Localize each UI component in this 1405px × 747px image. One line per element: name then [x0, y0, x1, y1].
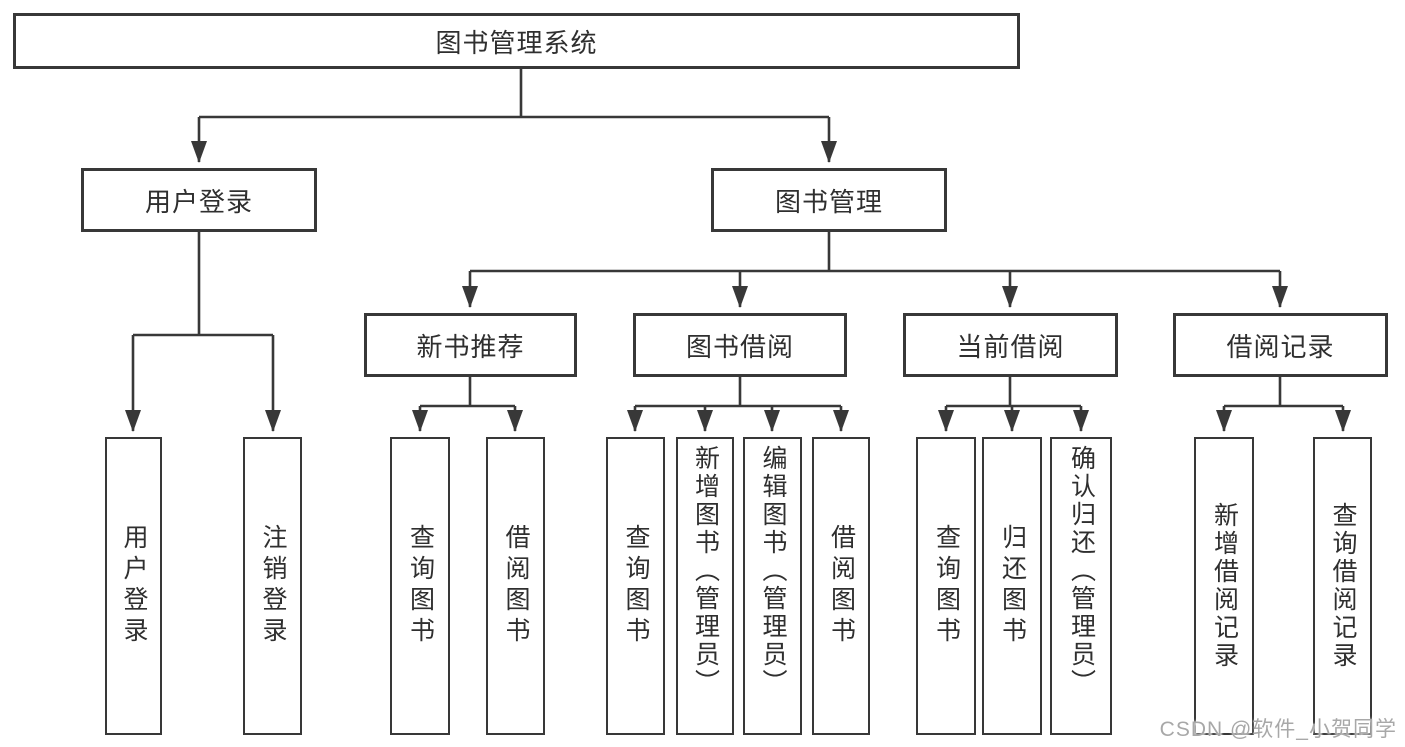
leaf-edit-book-admin: 编辑图书（管理员）: [743, 437, 802, 735]
node-borrowing-records: 借阅记录: [1173, 313, 1388, 377]
leaf-borrow-books-borrow: 借阅图书: [812, 437, 870, 735]
node-book-management: 图书管理: [711, 168, 947, 232]
node-label: 查询借阅记录: [1329, 502, 1357, 670]
node-label: 查询图书: [622, 524, 650, 648]
node-label: 新增借阅记录: [1210, 502, 1239, 670]
node-label: 确认归还（管理员）: [1067, 445, 1096, 697]
node-label: 新增图书（管理员）: [691, 445, 720, 697]
node-label: 图书管理: [774, 186, 883, 217]
leaf-add-book-admin: 新增图书（管理员）: [676, 437, 734, 735]
leaf-borrow-books-recommend: 借阅图书: [486, 437, 545, 735]
leaf-query-books-current: 查询图书: [916, 437, 976, 735]
node-label: 用户登录: [144, 186, 253, 217]
leaf-confirm-return-admin: 确认归还（管理员）: [1050, 437, 1112, 735]
leaf-add-borrow-record: 新增借阅记录: [1194, 437, 1254, 735]
node-label: 注销登录: [259, 524, 287, 648]
leaf-return-book: 归还图书: [982, 437, 1042, 735]
node-label: 新书推荐: [416, 331, 525, 362]
node-label: 借阅图书: [827, 524, 856, 648]
node-label: 查询图书: [932, 524, 961, 648]
leaf-query-borrow-record: 查询借阅记录: [1313, 437, 1372, 735]
node-label: 借阅图书: [502, 524, 530, 648]
node-user-login: 用户登录: [81, 168, 317, 232]
leaf-user-login: 用户登录: [105, 437, 162, 735]
csdn-watermark: CSDN @软件_小贺同学: [1159, 718, 1397, 741]
node-label: 图书借阅: [685, 331, 794, 362]
leaf-logout: 注销登录: [243, 437, 302, 735]
node-new-book-recommendation: 新书推荐: [364, 313, 577, 377]
node-library-management-system: 图书管理系统: [13, 13, 1020, 69]
node-label: 借阅记录: [1226, 331, 1335, 362]
node-label: 用户登录: [120, 524, 148, 648]
leaf-query-books-recommend: 查询图书: [390, 437, 450, 735]
node-book-borrowing: 图书借阅: [633, 313, 847, 377]
node-label: 图书管理系统: [435, 27, 598, 58]
node-current-borrowing: 当前借阅: [903, 313, 1118, 377]
node-label: 查询图书: [406, 524, 435, 648]
node-label: 当前借阅: [956, 331, 1065, 362]
node-label: 归还图书: [998, 524, 1027, 648]
leaf-query-books-borrow: 查询图书: [606, 437, 665, 735]
node-label: 编辑图书（管理员）: [759, 445, 787, 697]
